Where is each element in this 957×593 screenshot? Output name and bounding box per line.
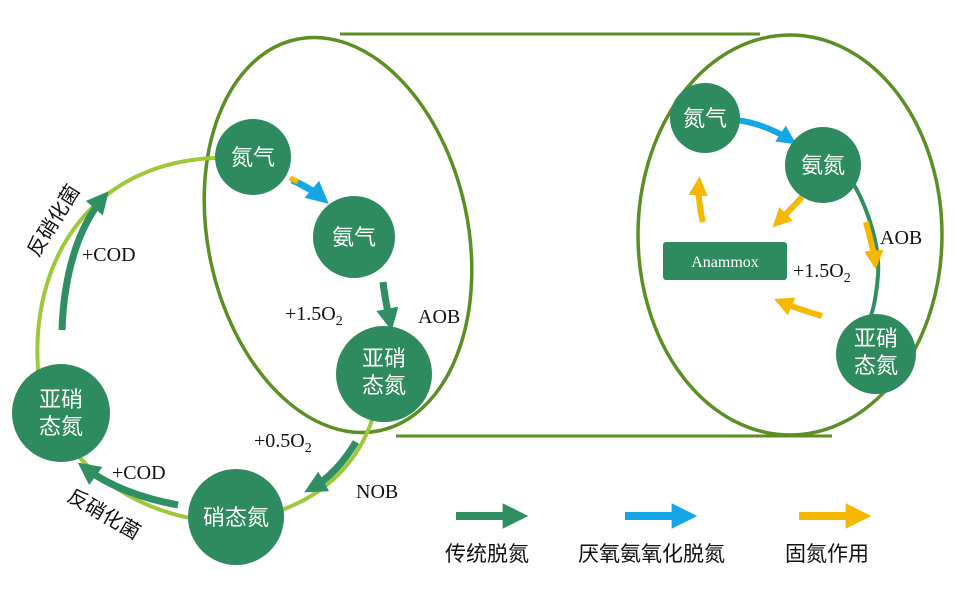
node-no2-left <box>336 326 432 422</box>
label-o2-05-left: +0.5O2 <box>254 430 312 456</box>
label-cod-top: +COD <box>82 244 136 266</box>
node-no2b-left-label-2: 态氮 <box>39 415 83 440</box>
node-n2-right-label: 氮气 <box>683 107 727 132</box>
node-nh4-right <box>785 127 861 203</box>
node-anammox-label: Anammox <box>691 254 759 271</box>
node-n2-right <box>670 83 740 153</box>
node-no2-right <box>836 314 916 394</box>
arrow-no2-to-no3 <box>304 440 359 493</box>
node-no3-left <box>188 469 284 565</box>
right-ring-arc <box>848 176 881 323</box>
node-no3-left-label: 硝态氮 <box>203 506 269 531</box>
arrow-no2-to-anammox <box>773 297 823 319</box>
node-nh4-right-label: 氨氮 <box>801 154 845 179</box>
arrow-nh4-to-anammox <box>772 195 805 228</box>
label-aob-right: AOB <box>880 227 922 249</box>
right-zoom-ellipse <box>636 33 944 437</box>
node-no2-left-label-2: 态氮 <box>362 374 406 399</box>
label-o2-15-left: +1.5O2 <box>285 303 343 329</box>
label-cod-bottom: +COD <box>112 462 166 484</box>
arrow-nh3-to-no2 <box>376 281 399 331</box>
arrow-aob-right <box>863 221 884 270</box>
arrow-n2-to-nh4-right <box>734 117 797 145</box>
label-o2-15-right: +1.5O2 <box>793 260 851 286</box>
node-no2b-left <box>12 364 110 462</box>
arrow-denitrification-top <box>58 191 109 331</box>
node-no2-right-label-2: 态氮 <box>854 354 898 379</box>
legend-fixation-label: 固氮作用 <box>785 542 869 566</box>
arrow-fixation-stub-left <box>288 175 300 185</box>
node-no2-left-label-1: 亚硝 <box>362 347 406 372</box>
legend-traditional-label: 传统脱氮 <box>445 542 529 566</box>
node-nh3-left-label: 氨气 <box>332 226 376 251</box>
left-zoom-ellipse <box>202 35 474 435</box>
node-no2-right-label-1: 亚硝 <box>854 327 898 352</box>
label-aob-left: AOB <box>418 306 460 328</box>
arrow-denitrification-bottom <box>77 462 179 509</box>
legend-anaerobic-label: 厌氧氨氧化脱氮 <box>578 542 725 566</box>
node-n2-left <box>215 119 291 195</box>
node-nh3-left <box>313 196 395 278</box>
node-no2b-left-label-1: 亚硝 <box>39 388 83 413</box>
arrow-anammox-to-n2 <box>688 176 708 223</box>
node-anammox <box>663 242 787 280</box>
node-n2-left-label: 氮气 <box>231 146 275 171</box>
label-nob-left: NOB <box>356 481 398 503</box>
